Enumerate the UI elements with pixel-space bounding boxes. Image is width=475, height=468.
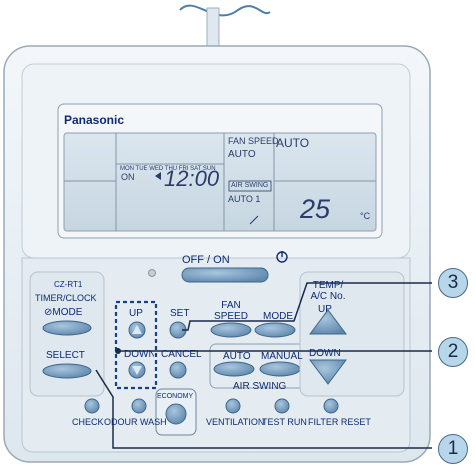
mode-button — [254, 322, 296, 338]
set-label: SET — [170, 308, 190, 319]
lcd-fan-speed-value: AUTO — [228, 149, 256, 160]
lcd-air-swing-label: AIR SWING — [231, 182, 269, 189]
lcd-air-swing-value: AUTO 1 — [228, 194, 261, 204]
timer-clock-label: TIMER/CLOCK — [35, 293, 97, 303]
brand-logo: Panasonic — [64, 113, 125, 127]
callout-3: 3 — [438, 268, 468, 298]
temp-down-button — [309, 359, 347, 385]
economy-label: ECONOMY — [157, 393, 194, 400]
leader-line-1 — [95, 369, 432, 449]
down-label: DOWN — [124, 350, 154, 360]
lcd-mode-value: AUTO — [276, 136, 310, 150]
air-swing-label: AIR SWING — [233, 381, 287, 392]
test-run-button — [274, 398, 290, 414]
temp-down-label: DOWN — [309, 348, 341, 359]
leader-line-3 — [182, 282, 432, 331]
triangle-down-icon — [132, 366, 142, 375]
swing-icon — [249, 215, 259, 225]
cable-stem — [206, 7, 220, 51]
ventilation-label: VENTILATION — [206, 417, 265, 427]
lcd-temperature: 25 — [300, 194, 331, 224]
triangle-up-icon — [132, 325, 142, 334]
mode-label: MODE — [263, 311, 293, 322]
lcd-fan-speed-label: FAN SPEED — [228, 136, 279, 146]
filter-reset-label: FILTER RESET — [308, 417, 371, 427]
timer-mode-label: ⊘MODE — [44, 307, 83, 318]
callout-1: 1 — [438, 434, 468, 464]
fan-speed-label: FAN SPEED — [214, 300, 248, 322]
timer-mode-button — [42, 320, 92, 336]
filter-reset-button — [323, 398, 339, 414]
cancel-button — [169, 361, 187, 379]
select-button — [42, 363, 92, 379]
lcd-days: MON TUE WED THU FRI SAT SUN — [120, 166, 216, 172]
test-run-label: TEST RUN — [262, 417, 307, 427]
ventilation-button — [225, 398, 241, 414]
air-swing-auto-label: AUTO — [223, 351, 251, 362]
fan-speed-button — [210, 322, 252, 338]
air-swing-manual-button — [259, 361, 301, 377]
air-swing-auto-button — [213, 361, 255, 377]
timer-mode-text: MODE — [52, 307, 83, 318]
callout-2: 2 — [438, 337, 468, 367]
lcd-on: ON — [121, 172, 135, 182]
leader-dot — [115, 348, 121, 354]
temp-up-button — [309, 309, 347, 335]
up-label: UP — [129, 308, 143, 319]
odour-wash-button — [131, 398, 147, 414]
temp-up-label: UP — [318, 304, 332, 315]
economy-button — [165, 403, 187, 425]
select-label: SELECT — [46, 350, 85, 361]
air-swing-box — [228, 180, 272, 192]
odour-wash-label: ODOUR WASH — [104, 417, 167, 427]
temp-label: TEMP/ A/C No. — [310, 280, 346, 302]
lcd-unit: °C — [360, 211, 371, 221]
off-on-button — [181, 267, 269, 283]
air-swing-manual-label: MANUAL — [261, 351, 303, 362]
check-button — [84, 398, 100, 414]
off-on-label: OFF / ON — [182, 254, 230, 266]
on-arrow-icon — [155, 172, 161, 180]
lcd-time: 12:00 — [164, 166, 220, 191]
check-label: CHECK — [72, 417, 104, 427]
lcd-screen — [63, 132, 377, 232]
model-label: CZ-RT1 — [54, 280, 83, 289]
cable — [179, 4, 271, 17]
indicator-lamp — [148, 269, 156, 277]
cancel-label: CANCEL — [161, 349, 202, 360]
